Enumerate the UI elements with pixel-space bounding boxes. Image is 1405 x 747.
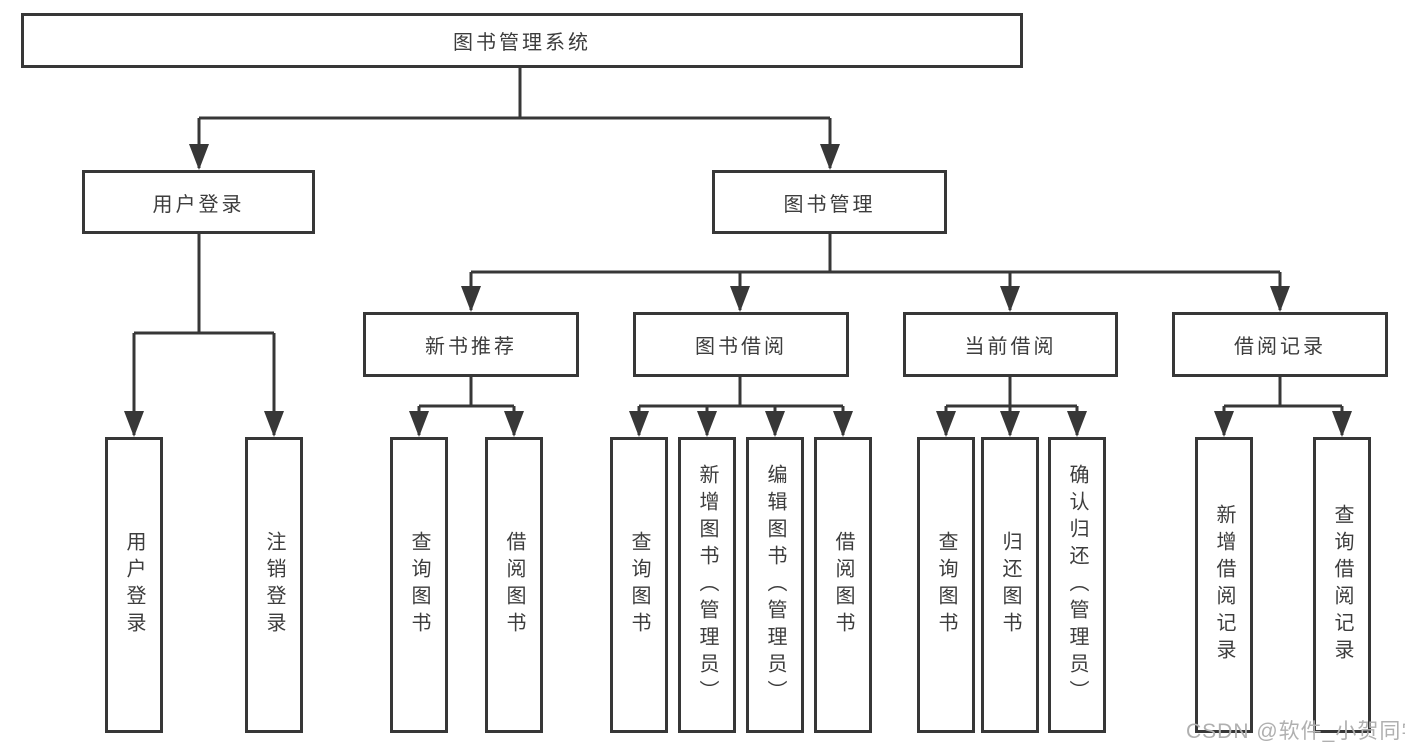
arrowheads <box>124 144 1352 437</box>
leaf-query-books-current: 查询图书 <box>917 437 975 733</box>
leaf-borrow-books-recommend-label: 借阅图书 <box>503 531 525 639</box>
node-user-login: 用户登录 <box>82 170 315 234</box>
leaf-logout: 注销登录 <box>245 437 303 733</box>
leaf-query-books-borrow: 查询图书 <box>610 437 668 733</box>
leaf-query-borrow-record-label: 查询借阅记录 <box>1331 504 1353 666</box>
node-book-borrowing: 图书借阅 <box>633 312 849 377</box>
connector-path <box>132 68 1344 435</box>
leaf-add-borrow-record: 新增借阅记录 <box>1195 437 1253 733</box>
watermark-text: CSDN @软件_小贺同学 <box>1186 720 1405 743</box>
node-library-management-system: 图书管理系统 <box>21 13 1023 68</box>
leaf-query-books-borrow-label: 查询图书 <box>628 531 650 639</box>
leaf-query-books-current-label: 查询图书 <box>935 531 957 639</box>
leaf-return-book-label: 归还图书 <box>999 531 1021 639</box>
leaf-add-book-admin: 新增图书（管理员） <box>678 437 736 733</box>
leaf-confirm-return-admin-label: 确认归还（管理员） <box>1066 463 1088 707</box>
node-book-management: 图书管理 <box>712 170 947 234</box>
leaf-return-book: 归还图书 <box>981 437 1039 733</box>
leaf-query-books-recommend: 查询图书 <box>390 437 448 733</box>
leaf-borrow-books: 借阅图书 <box>814 437 872 733</box>
leaf-confirm-return-admin: 确认归还（管理员） <box>1048 437 1106 733</box>
leaf-add-borrow-record-label: 新增借阅记录 <box>1213 504 1235 666</box>
leaf-borrow-books-label: 借阅图书 <box>832 531 854 639</box>
leaf-query-books-recommend-label: 查询图书 <box>408 531 430 639</box>
node-borrowing-records: 借阅记录 <box>1172 312 1388 377</box>
leaf-user-login-label: 用户登录 <box>123 531 145 639</box>
leaf-borrow-books-recommend: 借阅图书 <box>485 437 543 733</box>
leaf-logout-label: 注销登录 <box>263 531 285 639</box>
leaf-add-book-admin-label: 新增图书（管理员） <box>696 463 718 707</box>
leaf-edit-book-admin: 编辑图书（管理员） <box>746 437 804 733</box>
node-new-book-recommendation: 新书推荐 <box>363 312 579 377</box>
leaf-query-borrow-record: 查询借阅记录 <box>1313 437 1371 733</box>
leaf-user-login: 用户登录 <box>105 437 163 733</box>
leaf-edit-book-admin-label: 编辑图书（管理员） <box>764 463 786 707</box>
node-current-borrowing: 当前借阅 <box>903 312 1118 377</box>
